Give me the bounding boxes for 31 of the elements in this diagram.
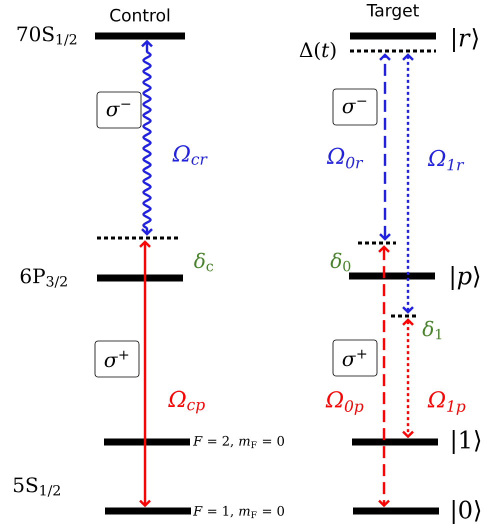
quantum-number-label: F = 1, m$_{F}$ = 0	[193, 506, 284, 518]
transition-arrow	[402, 53, 414, 314]
transition-arrow	[139, 240, 151, 508]
detuning-label: δ$_{c}$	[194, 252, 214, 272]
transition-arrow	[141, 40, 153, 236]
polarization-box: σ$^{−}$	[332, 88, 378, 126]
column-heading: Target	[366, 4, 419, 20]
edge-label: Ω$_{1r}$	[428, 150, 464, 170]
edge-label: Ω$_{0r}$	[326, 148, 364, 168]
transition-arrow	[402, 318, 414, 438]
quantum-number-label: F = 2, m$_{F}$ = 0	[193, 436, 284, 448]
transition-arrow	[379, 53, 391, 241]
level-label: 5S$_{1/2}$	[14, 477, 60, 497]
column-heading: Control	[110, 8, 170, 22]
edge-label: Ω$_{1p}$	[428, 391, 466, 415]
detuning-label: δ$_{1}$	[422, 320, 442, 340]
polarization-box: σ$^{+}$	[332, 340, 378, 376]
edge-label: Ω$_{cr}$	[172, 145, 208, 165]
state-label: |1⟩	[452, 430, 480, 454]
transition-arrow	[378, 245, 390, 508]
state-label: |r⟩	[453, 28, 478, 52]
detuning-label: δ$_{0}$	[330, 252, 350, 272]
detuning-label: Δ(t)	[300, 42, 336, 60]
polarization-box: σ$^{−}$	[96, 92, 142, 128]
polarization-box: σ$^{+}$	[94, 340, 140, 378]
level-label: 70S$_{1/2}$	[18, 26, 76, 46]
level-label: 6P$_{3/2}$	[20, 268, 67, 288]
edge-label: Ω$_{0p}$	[326, 391, 364, 415]
state-label: |0⟩	[452, 500, 480, 524]
state-label: |p⟩	[452, 266, 480, 290]
edge-label: Ω$_{cp}$	[168, 390, 205, 414]
